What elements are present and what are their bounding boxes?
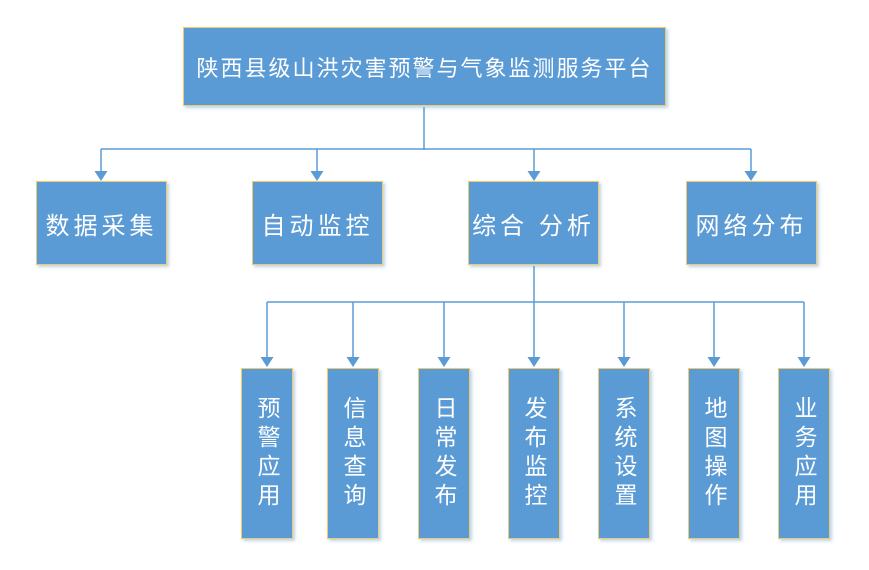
node-network-distribution: 网络分布	[686, 181, 817, 265]
node-data-collection: 数据采集	[36, 181, 167, 265]
node-map-operation: 地图操作	[688, 368, 740, 539]
edges-analysis-to-level3	[260, 266, 811, 367]
node-system-settings: 系统设置	[598, 368, 650, 539]
node-root: 陕西县级山洪灾害预警与气象监测服务平台	[183, 27, 666, 106]
node-auto-monitoring: 自动监控	[252, 181, 383, 265]
edges-root-to-level2	[94, 107, 758, 181]
node-comprehensive-analysis: 综合 分析	[468, 181, 599, 265]
node-info-query: 信息查询	[327, 368, 379, 539]
node-daily-release: 日常发布	[418, 368, 470, 539]
node-business-application: 业务应用	[778, 368, 830, 539]
node-warning-application: 预警应用	[241, 368, 293, 539]
node-release-monitoring: 发布监控	[508, 368, 560, 539]
